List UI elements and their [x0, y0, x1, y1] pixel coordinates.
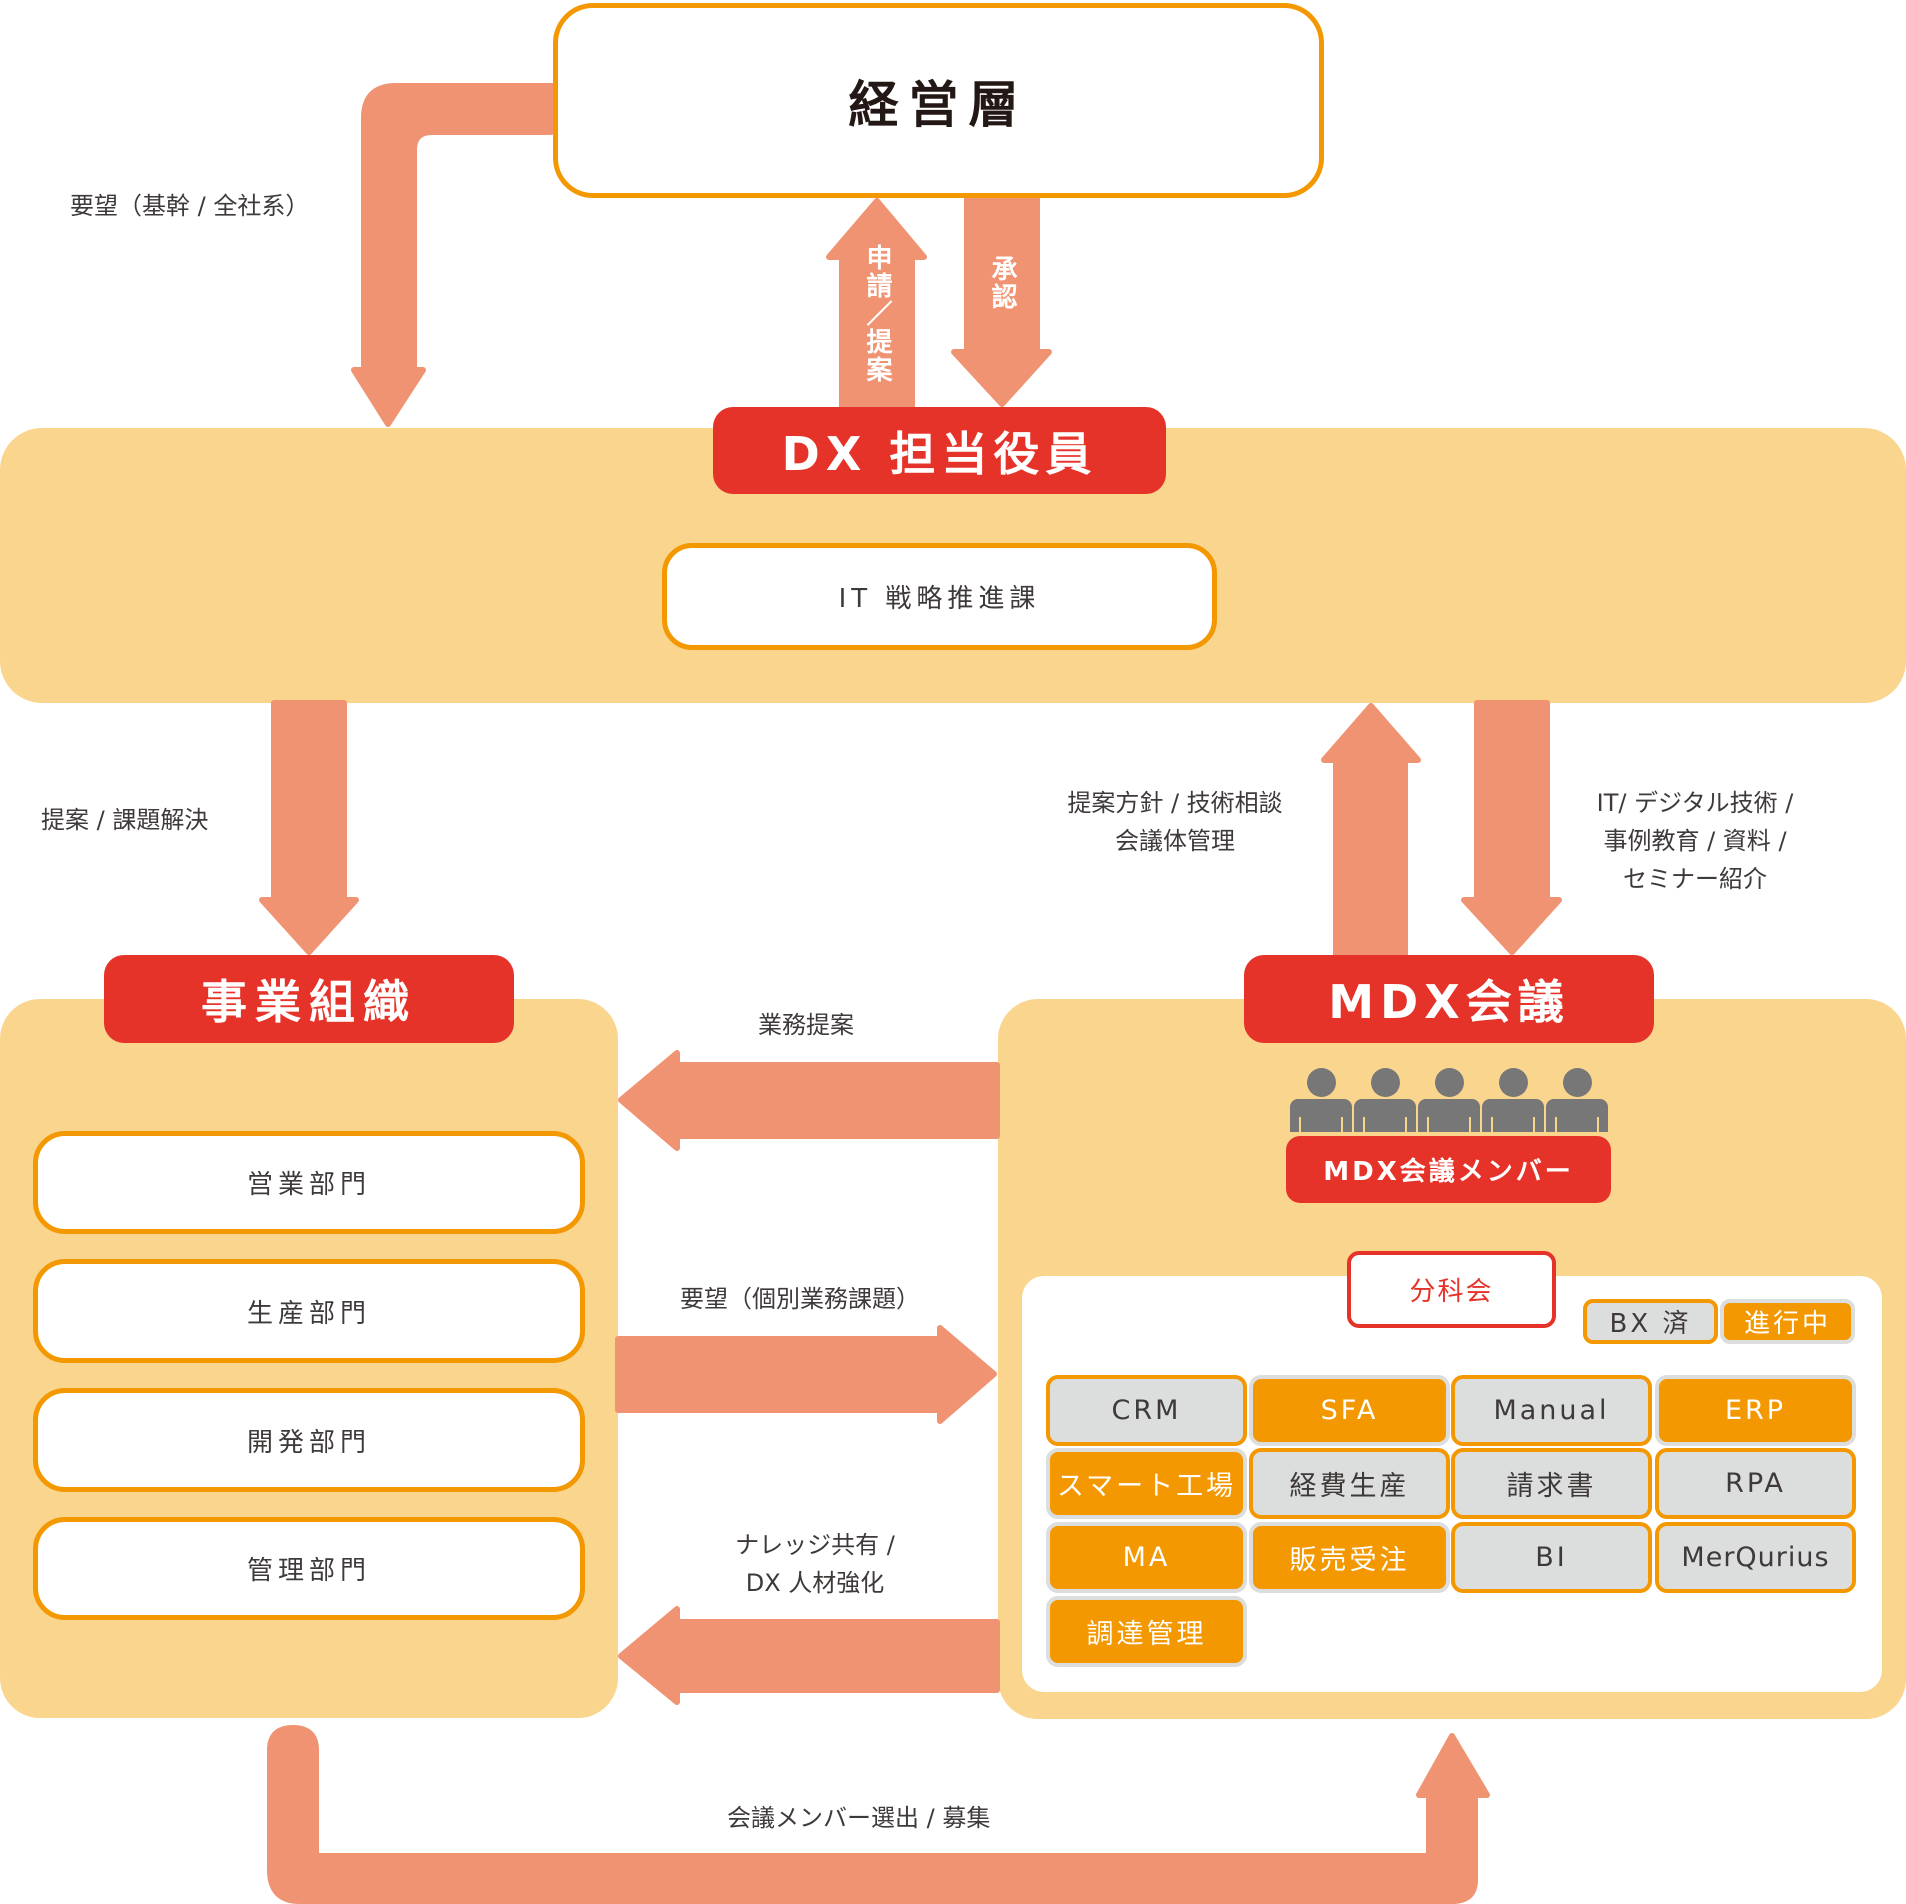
subcommittee-tile-label: Manual: [1493, 1395, 1610, 1426]
propose-solve-label: 提案 / 課題解決: [41, 806, 209, 834]
knowledge-line2: DX 人材強化: [745, 1569, 885, 1597]
management-box: 経営層: [553, 3, 1324, 198]
dx-officer-label-text: DX 担当役員: [781, 426, 1098, 481]
department-name: 営業部門: [246, 1170, 371, 1200]
member-selection-label: 会議メンバー選出 / 募集: [727, 1804, 991, 1832]
subcommittee-tile-label: スマート工場: [1056, 1471, 1237, 1502]
it-education-line3: セミナー紹介: [1623, 865, 1767, 893]
approve-label: 承認: [987, 255, 1017, 311]
legend-in-progress-text: 進行中: [1743, 1309, 1831, 1339]
it-strategy-box: IT 戦略推進課: [662, 543, 1217, 650]
arrow-knowledge: [618, 1606, 1000, 1705]
subcommittee-tile: BI: [1451, 1522, 1652, 1593]
mdx-members-label: MDX会議メンバー: [1286, 1136, 1611, 1203]
arrow-propose-solve: [259, 700, 359, 955]
subcommittee-tile: 調達管理: [1046, 1596, 1247, 1667]
department-box: 開発部門: [33, 1388, 585, 1492]
department-name: 生産部門: [246, 1298, 371, 1329]
arrow-policy: [1321, 703, 1421, 958]
subcommittee-tile-label: 調達管理: [1086, 1619, 1207, 1650]
person-icon: [1482, 1068, 1544, 1134]
subcommittee-tile: 請求書: [1451, 1448, 1652, 1519]
it-education-line2: 事例教育 / 資料 /: [1603, 827, 1787, 855]
subcommittee-tile-label: MerQurius: [1681, 1542, 1830, 1573]
subcommittee-tile: CRM: [1046, 1375, 1247, 1446]
knowledge-label: ナレッジ共有 / DX 人材強化: [700, 1530, 930, 1598]
arrow-request-individual: [615, 1325, 997, 1424]
mdx-label-text: MDX会議: [1328, 975, 1570, 1029]
subcommittee-tile-label: SFA: [1320, 1395, 1379, 1426]
arrow-business-proposal: [618, 1050, 1000, 1151]
subcommittee-tile: スマート工場: [1046, 1448, 1247, 1519]
subcommittee-tile-label: BI: [1535, 1542, 1568, 1573]
person-icon: [1354, 1068, 1416, 1134]
policy-label-line1: 提案方針 / 技術相談: [1067, 789, 1283, 817]
person-icon: [1546, 1068, 1608, 1134]
department-name: 管理部門: [246, 1556, 371, 1586]
arrow-it-education: [1461, 700, 1562, 955]
knowledge-line1: ナレッジ共有 /: [735, 1531, 895, 1559]
mdx-members-label-text: MDX会議メンバー: [1323, 1157, 1574, 1187]
business-org-label: 事業組織: [104, 955, 514, 1043]
policy-label: 提案方針 / 技術相談 会議体管理: [1030, 788, 1320, 856]
person-icon: [1418, 1068, 1480, 1134]
legend-done: BX 済: [1583, 1299, 1718, 1344]
arrow-member-selection: [267, 1725, 1490, 1904]
subcommittee-tile-label: 販売受注: [1289, 1545, 1410, 1576]
subcommittee-tile: 販売受注: [1249, 1522, 1450, 1593]
policy-label-line2: 会議体管理: [1115, 827, 1235, 855]
department-box: 生産部門: [33, 1259, 585, 1363]
subcommittee-tile: MA: [1046, 1522, 1247, 1593]
request-core-label: 要望（基幹 / 全社系）: [70, 192, 310, 220]
subcommittee-tile: SFA: [1249, 1375, 1450, 1446]
subcommittee-tile-label: MA: [1122, 1542, 1171, 1573]
dx-officer-label: DX 担当役員: [713, 407, 1166, 494]
apply-propose-label: 申請／提案: [862, 244, 892, 384]
subcommittee-tile: ERP: [1655, 1375, 1856, 1446]
mdx-label: MDX会議: [1244, 955, 1654, 1043]
request-individual-label: 要望（個別業務課題）: [680, 1285, 920, 1313]
subcommittee-tile-label: CRM: [1111, 1395, 1182, 1426]
legend-done-text: BX 済: [1609, 1309, 1692, 1339]
it-education-label: IT/ デジタル技術 / 事例教育 / 資料 / セミナー紹介: [1560, 788, 1830, 894]
it-education-line1: IT/ デジタル技術 /: [1596, 789, 1794, 817]
management-title: 経営層: [848, 75, 1029, 134]
subcommittee-label: 分科会: [1347, 1251, 1556, 1328]
subcommittee-tile: MerQurius: [1655, 1522, 1856, 1593]
subcommittee-tile-label: RPA: [1725, 1468, 1786, 1499]
people-group-icon: [1290, 1068, 1610, 1134]
business-org-label-text: 事業組織: [201, 975, 417, 1029]
approve-label-wrap: 承認: [982, 250, 1022, 316]
subcommittee-tile: RPA: [1655, 1448, 1856, 1519]
it-strategy-title: IT 戦略推進課: [838, 584, 1041, 614]
department-box: 管理部門: [33, 1517, 585, 1620]
business-proposal-label: 業務提案: [758, 1011, 854, 1039]
arrow-request-core: [351, 83, 556, 427]
subcommittee-tile-label: 請求書: [1506, 1471, 1597, 1502]
apply-propose-label-wrap: 申請／提案: [857, 238, 897, 390]
arrow-approve: [951, 196, 1052, 407]
subcommittee-tile: 経費生産: [1249, 1448, 1450, 1519]
subcommittee-tile-label: ERP: [1724, 1395, 1787, 1426]
arrow-apply-propose: [826, 198, 927, 410]
person-icon: [1290, 1068, 1352, 1134]
department-box: 営業部門: [33, 1131, 585, 1234]
legend-in-progress: 進行中: [1720, 1299, 1855, 1344]
subcommittee-tile: Manual: [1451, 1375, 1652, 1446]
subcommittee-label-text: 分科会: [1409, 1277, 1494, 1307]
department-name: 開発部門: [246, 1427, 371, 1458]
subcommittee-tile-label: 経費生産: [1289, 1471, 1410, 1502]
